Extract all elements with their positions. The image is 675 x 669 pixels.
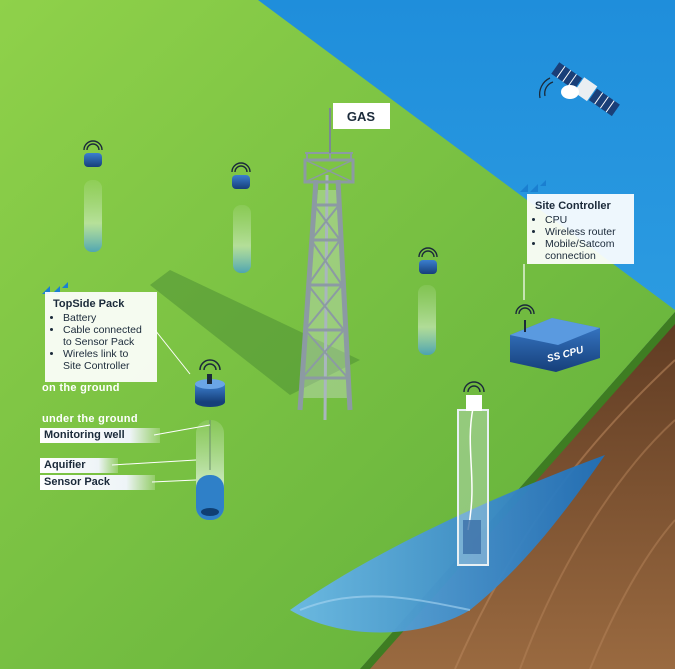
site-controller-title: Site Controller [535,200,611,212]
gas-flag-label: GAS [347,109,376,124]
topside-leader [154,329,191,375]
aquifer-leader [111,459,197,466]
water-highlight [299,595,471,611]
monitoring-well-label: Monitoring well [40,428,160,443]
wireless-signal-icon [418,247,438,258]
site-controller-list: CPU Wireless router Mobile/Satcom connec… [535,214,626,262]
wireless-signal-icon [83,140,103,151]
cross-section-well [457,395,489,566]
soil-layer-line [519,419,675,669]
wireless-signal-icon [463,381,485,393]
topside-pack-item: Battery [63,312,149,324]
tower-shadow [150,270,360,395]
monitoring-well-tube [196,420,224,520]
panel-corner-decoration [520,180,546,192]
distant-well-1 [84,153,102,252]
topside-pack-item: Cable connected to Sensor Pack [63,324,149,348]
well-leader [153,424,211,436]
satellite-icon [538,62,620,117]
gas-flag [333,103,390,129]
under-ground-label: under the ground [42,413,138,425]
sensor-leader [151,479,197,483]
topside-pack-title: TopSide Pack [53,298,125,310]
topside-pack-unit [195,374,225,407]
wireless-signal-icon [515,304,535,315]
aquifer-water [290,455,605,633]
aquifier-label: Aquifier [40,458,118,473]
wireless-signal-icon [231,162,251,173]
distant-well-3 [418,260,437,355]
soil-layer-line [589,519,675,669]
site-controller-item: CPU [545,214,626,226]
site-controller-unit [510,318,600,372]
derrick-icon [297,108,355,421]
site-controller-panel: Site Controller CPU Wireless router Mobi… [527,194,634,264]
on-ground-label: on the ground [42,382,120,394]
topside-pack-item: Wireles link to Site Controller [63,348,149,372]
topside-pack-panel: TopSide Pack Battery Cable connected to … [45,292,157,382]
topside-pack-list: Battery Cable connected to Sensor Pack W… [53,312,149,372]
distant-well-2 [232,175,251,273]
site-controller-item: Wireless router [545,226,626,238]
site-controller-item: Mobile/Satcom connection [545,238,626,262]
wireless-signal-icon [199,359,221,371]
sensor-pack-label: Sensor Pack [40,475,155,490]
